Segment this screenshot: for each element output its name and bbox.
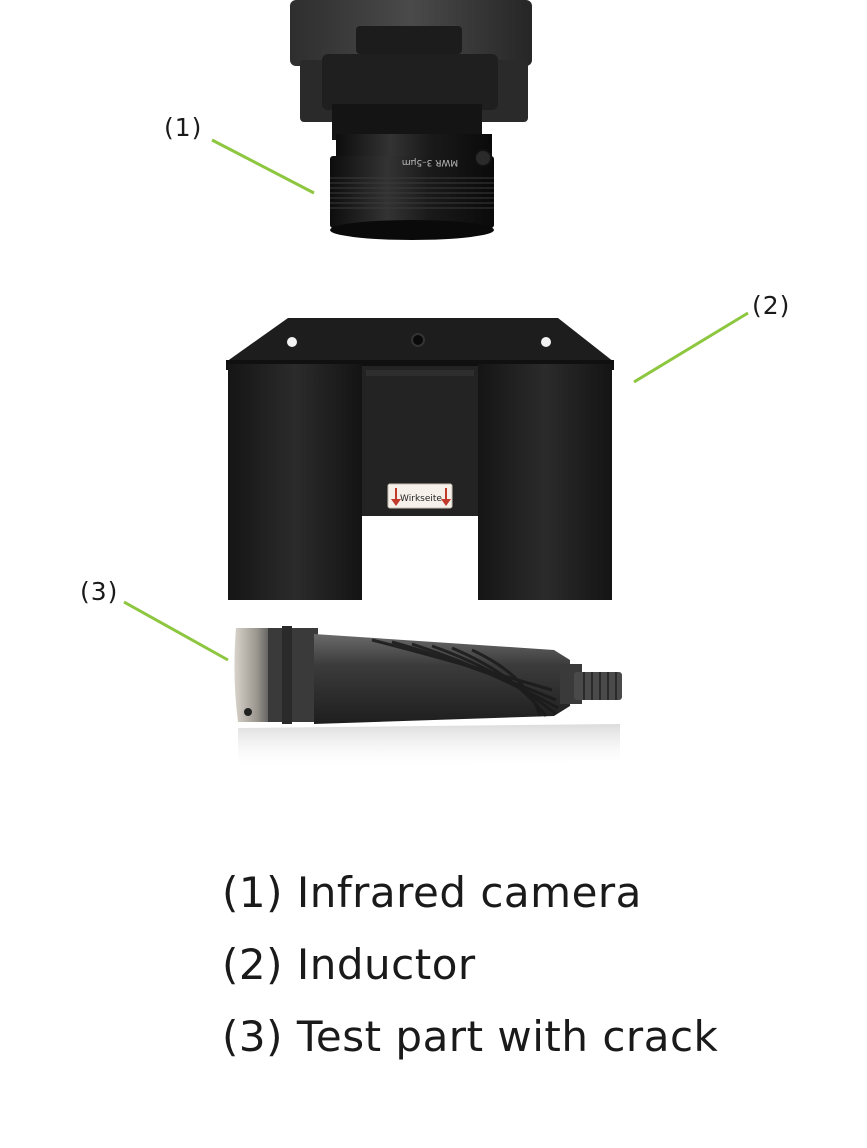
sticker-arrow-icon <box>391 488 451 506</box>
infrared-camera-image: MWR 3–5µm <box>290 0 532 240</box>
inductor-leader-line <box>633 311 749 384</box>
legend-item-inductor: (2) Inductor <box>222 940 476 989</box>
inductor-image: Wirkseite <box>226 318 614 600</box>
legend-item-test-part: (3) Test part with crack <box>222 1012 719 1061</box>
camera-callout: (1) <box>164 113 203 142</box>
test-part-callout: (3) <box>80 577 119 606</box>
inductor-sticker-label: Wirkseite <box>400 494 442 504</box>
test-part-leader-line <box>123 600 229 662</box>
camera-leader-line <box>211 138 315 195</box>
test-part-image <box>234 626 622 770</box>
lens-marking-label: MWR 3–5µm <box>402 157 458 167</box>
legend-item-infrared-camera: (1) Infrared camera <box>222 868 642 917</box>
inductor-callout: (2) <box>752 291 791 320</box>
